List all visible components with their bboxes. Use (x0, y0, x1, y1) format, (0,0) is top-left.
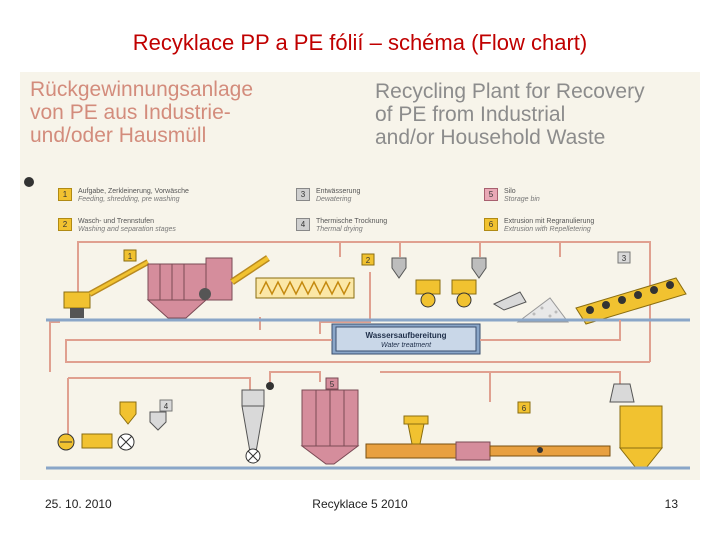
legend-text-de: Wasch- und Trennstufen (78, 218, 155, 225)
stage-tag-6 (517, 401, 531, 414)
legend-text-en: Dewatering (316, 196, 352, 203)
legend-text-de: Thermische Trocknung (316, 218, 388, 225)
water-treatment-label-en: Water treatment (381, 342, 432, 349)
legend-text-en: Extrusion with Repelletering (504, 226, 591, 233)
stage-tag-4-label: 4 (164, 402, 169, 411)
stage-tag-1 (123, 249, 137, 262)
legend-text-de: Entwässerung (316, 188, 361, 195)
legend-text-en: Washing and separation stages (78, 226, 176, 233)
return-pipes (65, 320, 650, 363)
flow-chart-figure: Rückgewinnungsanlage von PE aus Industri… (20, 72, 700, 480)
figure-heading-english: Recycling Plant for Recovery of PE from … (375, 80, 645, 149)
legend-text-de: Extrusion mit Regranulierung (504, 218, 595, 225)
legend-text-en: Feeding, shredding, pre washing (78, 196, 180, 203)
thermal-dryer-cyclone (241, 389, 265, 464)
page-number: 13 (664, 497, 678, 511)
washing-tanks (146, 257, 233, 319)
pellet-pile (516, 297, 569, 323)
figure-heading-german: Rückgewinnungsanlage von PE aus Industri… (30, 78, 253, 147)
legend-text-en: Thermal drying (316, 226, 363, 233)
stage-tag-2 (361, 253, 375, 266)
legend-number: 1 (58, 188, 72, 201)
stage-tag-1-label: 1 (128, 252, 133, 261)
legend-number: 3 (296, 188, 310, 201)
slide-title: Recyklace PP a PE fólií – schéma (Flow c… (132, 30, 588, 55)
stage-tag-4 (159, 399, 173, 412)
water-treatment-box (331, 323, 481, 355)
legend-text-en: Storage bin (504, 196, 540, 203)
screw-conveyor (230, 255, 270, 285)
water-treatment-label-de: Wassersaufbereitung (365, 331, 446, 340)
pump-fan-left (57, 433, 75, 451)
stage-tag-3-label: 3 (622, 254, 627, 263)
legend-number: 5 (484, 188, 498, 201)
shredder-feeder (63, 259, 150, 318)
hopper-funnel (492, 291, 527, 311)
pellet-silo (609, 383, 664, 469)
extruder-line (365, 415, 611, 461)
roller-conveyor (575, 277, 687, 325)
cyclone-separators (391, 257, 487, 308)
lower-pipes (67, 371, 621, 442)
footer-title: Recyklace 5 2010 (312, 497, 408, 511)
legend-text-de: Silo (504, 188, 516, 195)
small-cyclone (119, 401, 167, 431)
process-diagram: 1 2 (24, 177, 690, 470)
legend-number: 2 (58, 218, 72, 231)
storage-silo (300, 389, 360, 465)
legend-number: 4 (296, 218, 310, 231)
legend-number: 6 (484, 218, 498, 231)
legend-text-de: Aufgabe, Zerkleinerung, Vorwäsche (78, 188, 189, 195)
cooling-unit (81, 433, 135, 451)
stage-tag-5-label: 5 (330, 380, 335, 389)
bullet-dot (24, 177, 34, 187)
drying-conveyor (255, 277, 355, 299)
stage-tag-2-label: 2 (366, 256, 371, 265)
stage-tag-5 (325, 377, 339, 390)
stage-tag-3 (617, 251, 631, 264)
footer-date: 25. 10. 2010 (45, 497, 112, 511)
blower-fan (266, 382, 274, 390)
stage-tag-6-label: 6 (522, 404, 527, 413)
